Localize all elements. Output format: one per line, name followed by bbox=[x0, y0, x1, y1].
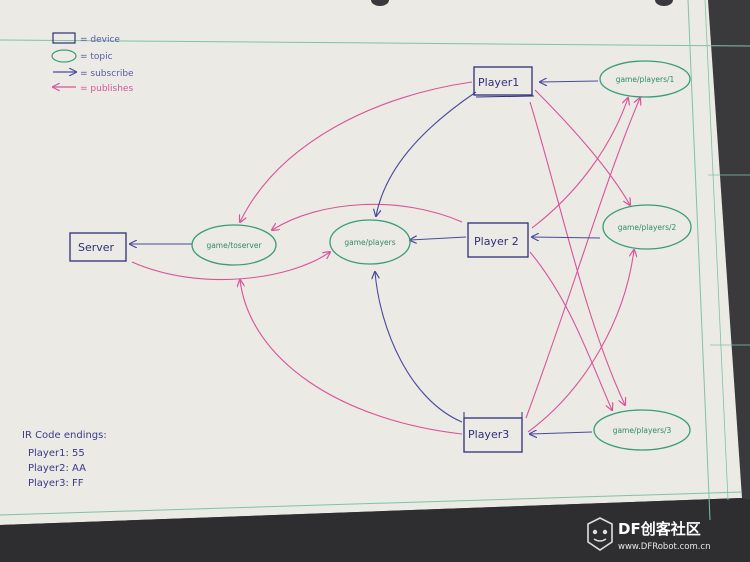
robot-logo-icon bbox=[587, 517, 613, 551]
dfrobot-watermark: DF创客社区 www.DFRobot.com.cn bbox=[587, 517, 710, 552]
topic-players: game/players bbox=[329, 219, 411, 265]
ir-line-player3: Player3: FF bbox=[28, 478, 84, 489]
ir-code-notes: IR Code endings: Player1: 55 Player2: AA… bbox=[22, 430, 107, 489]
player1-label: Player1 bbox=[478, 76, 519, 89]
topic-players-1-label: game/players/1 bbox=[616, 75, 675, 84]
legend-publish-label: = publishes bbox=[80, 84, 133, 94]
edge-p1-to-topic3 bbox=[529, 101, 625, 405]
topic-players-label: game/players bbox=[344, 238, 395, 247]
grid-top-line bbox=[0, 39, 750, 47]
ir-line-player1: Player1: 55 bbox=[28, 448, 85, 459]
edge-server-to-players bbox=[131, 252, 330, 281]
player3-label: Player3 bbox=[468, 428, 509, 441]
edge-p1-to-topic2 bbox=[534, 89, 630, 205]
topic-players-2-label: game/players/2 bbox=[618, 223, 677, 232]
grid-right-line-2 bbox=[704, 0, 729, 501]
legend-topic-swatch bbox=[51, 49, 77, 63]
node-server: Server bbox=[69, 232, 127, 262]
legend: = device = topic = subscribe = publishes bbox=[51, 32, 134, 94]
topic-players-1: game/players/1 bbox=[599, 60, 691, 98]
publish-edges bbox=[131, 81, 640, 435]
node-player1: Player1 bbox=[473, 66, 535, 98]
topic-players-2: game/players/2 bbox=[602, 204, 692, 250]
watermark-url: www.DFRobot.com.cn bbox=[618, 542, 710, 552]
legend-topic-label: = topic bbox=[80, 52, 113, 62]
node-player3: Player3 bbox=[463, 412, 523, 453]
topic-players-3-label: game/players/3 bbox=[613, 426, 672, 435]
legend-subscribe-label: = subscribe bbox=[80, 69, 134, 79]
player2-label: Player 2 bbox=[474, 235, 519, 248]
edge-topic2-to-p2 bbox=[532, 237, 601, 238]
edge-p2-to-toserver bbox=[272, 203, 463, 230]
topic-toserver: game/toserver bbox=[191, 224, 277, 266]
watermark-logo-text: DF创客社区 bbox=[618, 520, 701, 538]
edge-topic1-to-p1 bbox=[540, 81, 599, 82]
node-player2: Player 2 bbox=[467, 222, 529, 258]
edge-topic3-to-p3 bbox=[530, 432, 593, 434]
edge-p1-to-toserver bbox=[240, 81, 473, 222]
legend-device-swatch bbox=[52, 32, 76, 44]
edge-p2-to-topic1 bbox=[531, 98, 628, 229]
edge-players-to-p2 bbox=[410, 237, 467, 240]
grid-bottom-line bbox=[0, 491, 743, 516]
edge-p3-to-topic2 bbox=[527, 250, 634, 433]
edge-p3-to-toserver bbox=[240, 280, 463, 435]
edge-players-to-p3 bbox=[375, 272, 463, 423]
ir-line-player2: Player2: AA bbox=[28, 463, 86, 474]
legend-device-label: = device bbox=[80, 35, 120, 45]
server-label: Server bbox=[78, 241, 115, 254]
edge-p2-to-topic3 bbox=[529, 251, 612, 410]
edge-players-to-p1 bbox=[376, 91, 477, 216]
paper-sheet bbox=[0, 0, 742, 525]
binder-hole bbox=[655, 0, 673, 6]
grid-right-line bbox=[687, 0, 711, 521]
subscribe-edges bbox=[130, 81, 601, 434]
ir-heading: IR Code endings: bbox=[22, 430, 107, 441]
binder-hole bbox=[371, 0, 389, 6]
topic-toserver-label: game/toserver bbox=[206, 241, 262, 250]
paper-shadow bbox=[0, 498, 750, 562]
edge-p3-to-topic1 bbox=[525, 98, 640, 419]
topic-players-3: game/players/3 bbox=[593, 409, 691, 451]
